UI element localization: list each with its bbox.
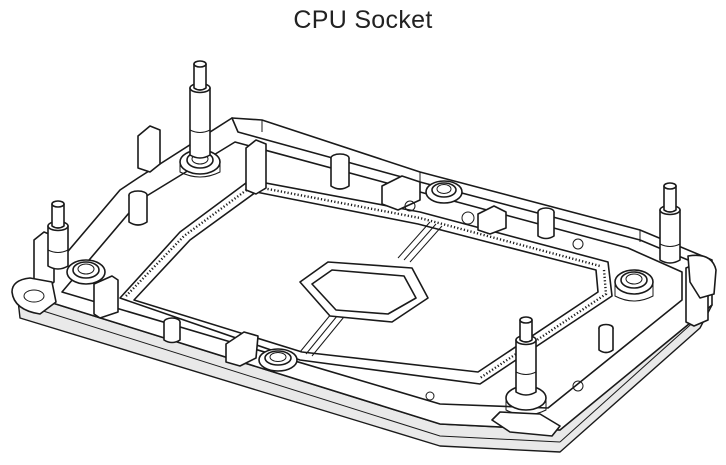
corner-pad-left xyxy=(11,277,57,315)
clip-back-left xyxy=(137,125,161,173)
corner-pad-right xyxy=(687,254,717,299)
screw-nut-front-center xyxy=(258,348,298,372)
corner-pad-front xyxy=(491,411,561,437)
screw-right xyxy=(659,182,681,264)
screw-left xyxy=(47,200,69,270)
alignment-post-right xyxy=(537,207,555,240)
screw-nut-back-center xyxy=(425,180,463,204)
screw-back-left xyxy=(189,60,211,159)
clip-front xyxy=(225,331,259,367)
clip-left-inner xyxy=(93,275,119,319)
alignment-post-back xyxy=(330,153,350,190)
alignment-post-front-right xyxy=(598,323,614,354)
alignment-post-left xyxy=(128,190,148,226)
hole-features xyxy=(404,200,584,401)
center-brace xyxy=(299,221,443,357)
screw-nut-left xyxy=(66,259,106,285)
clip-back-mid xyxy=(245,139,267,195)
screw-nut-back-left xyxy=(179,149,221,178)
screw-front-right xyxy=(515,316,537,396)
alignment-post-front-left xyxy=(163,317,181,344)
screw-nut-right xyxy=(614,269,654,302)
figure-title: CPU Socket xyxy=(293,6,433,34)
